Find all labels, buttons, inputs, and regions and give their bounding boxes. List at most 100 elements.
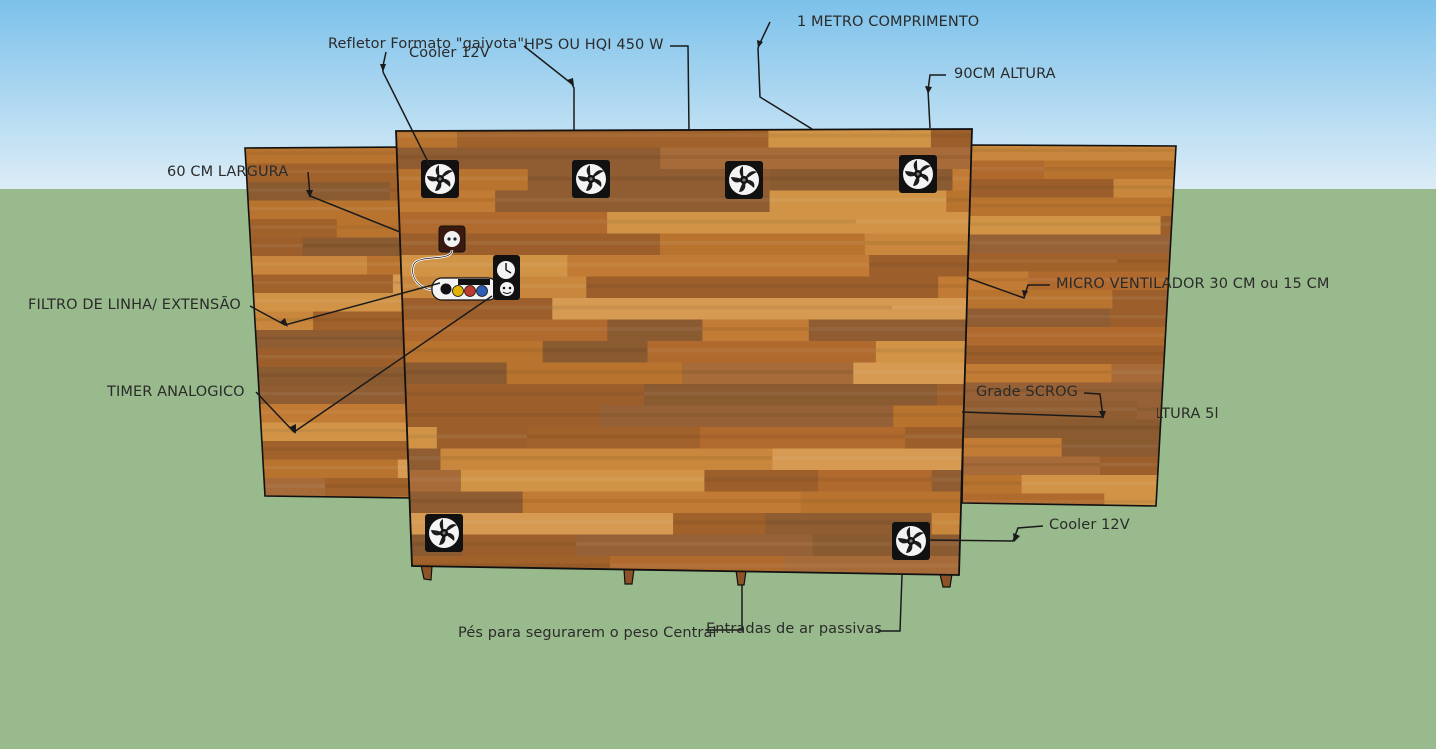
- fan-icon: [421, 160, 459, 198]
- wood-grain: [660, 241, 865, 245]
- wood-plank: [325, 478, 412, 498]
- wood-grain: [647, 348, 876, 353]
- wood-grain: [396, 198, 496, 202]
- fan-icon: [725, 161, 763, 199]
- wood-grain: [673, 520, 766, 525]
- wood-plank: [313, 311, 412, 331]
- wood-grain: [457, 133, 769, 138]
- wood-plank: [396, 362, 508, 385]
- wood-grain: [875, 348, 972, 353]
- wood-grain: [962, 315, 1110, 319]
- wood-grain: [245, 392, 412, 396]
- wood-plank: [396, 298, 554, 321]
- wood-plank: [245, 147, 412, 165]
- wood-grain: [1043, 167, 1176, 171]
- wood-grain: [440, 456, 773, 460]
- wood-grain: [1021, 481, 1176, 485]
- wood-plank: [1017, 197, 1176, 217]
- fan-icon: [572, 160, 610, 198]
- wood-grain: [396, 219, 608, 224]
- support-legs: [420, 564, 953, 588]
- wood-grain: [784, 563, 972, 568]
- wood-grain: [600, 413, 894, 417]
- wood-plank: [700, 427, 907, 450]
- wood-grain: [962, 222, 1161, 226]
- wood-plank: [1113, 179, 1176, 199]
- wood-plank: [336, 219, 412, 239]
- wood-grain: [245, 244, 303, 248]
- wood-grain: [336, 225, 412, 229]
- wood-grain: [962, 500, 1105, 504]
- wood-grain: [526, 434, 700, 439]
- wood-plank: [396, 513, 675, 536]
- wood-grain: [245, 429, 412, 433]
- wood-grain: [1117, 259, 1176, 263]
- left-side-panel: [244, 146, 413, 499]
- wood-plank: [245, 459, 399, 479]
- wood-plank: [962, 160, 1045, 180]
- wood-plank: [396, 470, 462, 493]
- wood-grain: [396, 327, 608, 331]
- wood-grain: [397, 466, 412, 470]
- wood-plank: [962, 419, 1168, 439]
- wood-plank: [1061, 438, 1176, 458]
- wood-plank: [893, 405, 972, 428]
- wood-grain: [905, 434, 972, 439]
- wood-grain: [609, 563, 785, 568]
- wood-grain: [245, 410, 412, 414]
- analog-timer-icon: [493, 255, 520, 300]
- wood-grain: [931, 520, 972, 525]
- wood-plank: [962, 271, 1030, 291]
- leader-arrowheads: [280, 40, 1106, 542]
- wood-plank: [962, 345, 1176, 365]
- wood-plank: [772, 448, 964, 471]
- wood-plank: [1111, 364, 1176, 384]
- wood-plank: [552, 298, 894, 321]
- wood-plank: [962, 290, 1114, 310]
- wood-grain: [892, 305, 972, 310]
- wood-grain: [576, 542, 813, 546]
- wood-plank: [962, 308, 1111, 328]
- label-largura: 60 CM LARGURA: [167, 164, 289, 180]
- label-cooler-bottom: Cooler 12V: [1049, 517, 1130, 533]
- wood-grain: [396, 434, 437, 439]
- wood-grain: [245, 281, 393, 285]
- wood-plank: [660, 233, 866, 256]
- wood-plank: [1099, 456, 1176, 476]
- wood-grain: [542, 348, 648, 353]
- wood-grain: [396, 391, 644, 396]
- wood-plank: [245, 293, 412, 313]
- wood-grain: [768, 133, 931, 138]
- wood-plank: [875, 341, 972, 364]
- wood-grain: [607, 327, 703, 331]
- label-refletor: Refletor Formato "gaivota": [328, 36, 525, 52]
- fan-icon: [899, 155, 937, 193]
- wood-grain: [552, 305, 893, 310]
- label-timer: TIMER ANALOGICO: [107, 384, 245, 400]
- wood-plank: [962, 253, 1118, 273]
- wood-grain: [772, 456, 963, 460]
- wood-grain: [302, 244, 412, 248]
- wood-grain: [962, 426, 1167, 430]
- power-socket-icon: [438, 225, 466, 253]
- wood-grain: [864, 241, 972, 245]
- wood-plank: [245, 200, 412, 220]
- wood-plank: [576, 534, 814, 557]
- wood-plank: [704, 470, 820, 493]
- wood-grain: [396, 413, 601, 417]
- label-lamp: HPS OU HQI 450 W: [524, 37, 664, 53]
- wood-plank: [869, 255, 972, 278]
- wood-grain: [660, 155, 972, 159]
- wood-plank: [1110, 308, 1176, 328]
- wood-grain: [567, 262, 870, 267]
- wood-grain: [962, 259, 1117, 263]
- wood-plank: [946, 190, 972, 213]
- wood-plank: [962, 216, 1162, 236]
- wood-grain: [396, 133, 458, 138]
- wood-grain: [495, 198, 770, 202]
- wood-grain: [1028, 278, 1176, 282]
- wood-grain: [396, 563, 610, 568]
- wood-grain: [962, 278, 1029, 282]
- wood-plank: [962, 401, 1138, 421]
- wood-grain: [700, 434, 906, 439]
